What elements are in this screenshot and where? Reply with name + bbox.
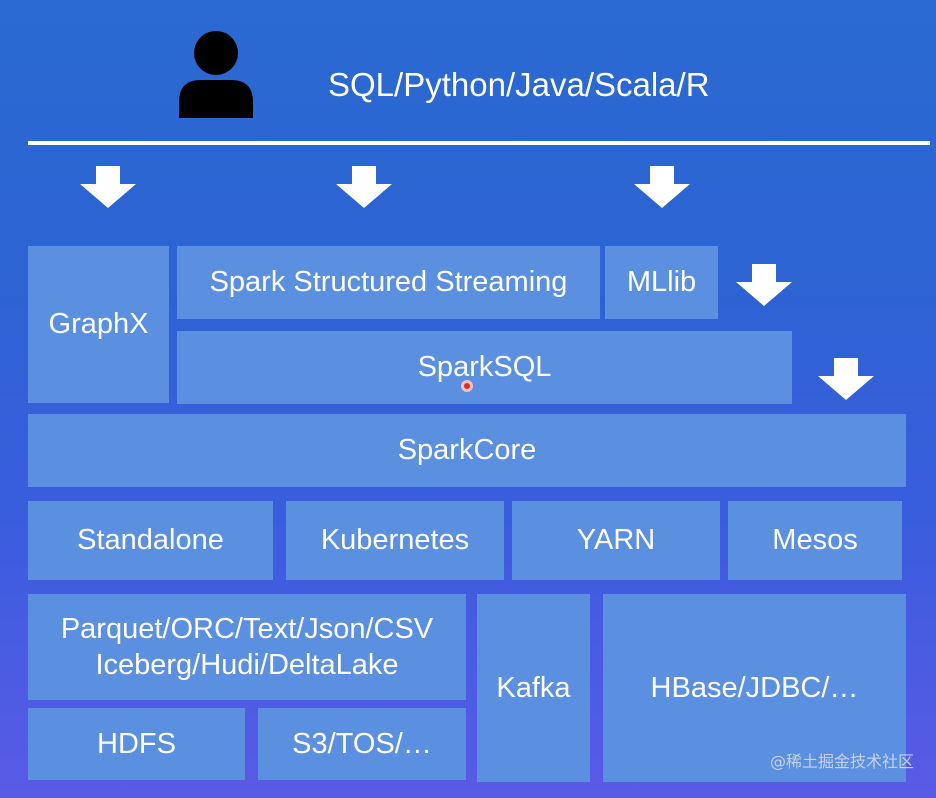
mllib-block: MLlib: [605, 246, 718, 319]
structured-streaming-label: Spark Structured Streaming: [209, 266, 568, 299]
kafka-block: Kafka: [477, 594, 590, 782]
structured-streaming-block: Spark Structured Streaming: [177, 246, 600, 319]
hbase-jdbc-label: HBase/JDBC/…: [650, 671, 859, 704]
down-arrow-icon: [634, 166, 690, 208]
file-formats-line2: Iceberg/Hudi/DeltaLake: [95, 649, 399, 681]
graphx-label: GraphX: [48, 308, 149, 341]
hbase-jdbc-block: HBase/JDBC/…: [603, 594, 906, 782]
down-arrow-icon: [818, 358, 874, 400]
user-icon: [179, 31, 253, 118]
mesos-block: Mesos: [728, 501, 902, 580]
spark-sql-block: SparkSQL: [177, 331, 792, 404]
s3-tos-block: S3/TOS/…: [258, 708, 466, 780]
standalone-block: Standalone: [28, 501, 273, 580]
watermark: @稀土掘金技术社区: [769, 752, 914, 771]
file-formats-line1: Parquet/ORC/Text/Json/CSV: [60, 612, 434, 645]
yarn-block: YARN: [512, 501, 720, 580]
languages-label: SQL/Python/Java/Scala/R: [328, 66, 710, 103]
divider-line: [28, 141, 930, 145]
mllib-label: MLlib: [626, 266, 697, 299]
mesos-label: Mesos: [772, 524, 858, 557]
hdfs-label: HDFS: [97, 727, 176, 760]
yarn-label: YARN: [576, 524, 656, 557]
file-formats-block: Parquet/ORC/Text/Json/CSV Iceberg/Hudi/D…: [28, 594, 466, 700]
graphx-block: GraphX: [28, 246, 169, 403]
cursor-pointer-icon: [461, 380, 473, 392]
down-arrow-icon: [736, 264, 792, 306]
kubernetes-block: Kubernetes: [286, 501, 504, 580]
down-arrow-icon: [80, 166, 136, 208]
kafka-label: Kafka: [496, 671, 571, 704]
kubernetes-label: Kubernetes: [320, 524, 470, 557]
spark-sql-label: SparkSQL: [417, 351, 552, 384]
standalone-label: Standalone: [77, 524, 224, 557]
down-arrow-icon: [336, 166, 392, 208]
spark-core-block: SparkCore: [28, 414, 906, 487]
hdfs-block: HDFS: [28, 708, 245, 780]
s3-tos-label: S3/TOS/…: [292, 727, 432, 760]
spark-core-label: SparkCore: [397, 434, 537, 467]
